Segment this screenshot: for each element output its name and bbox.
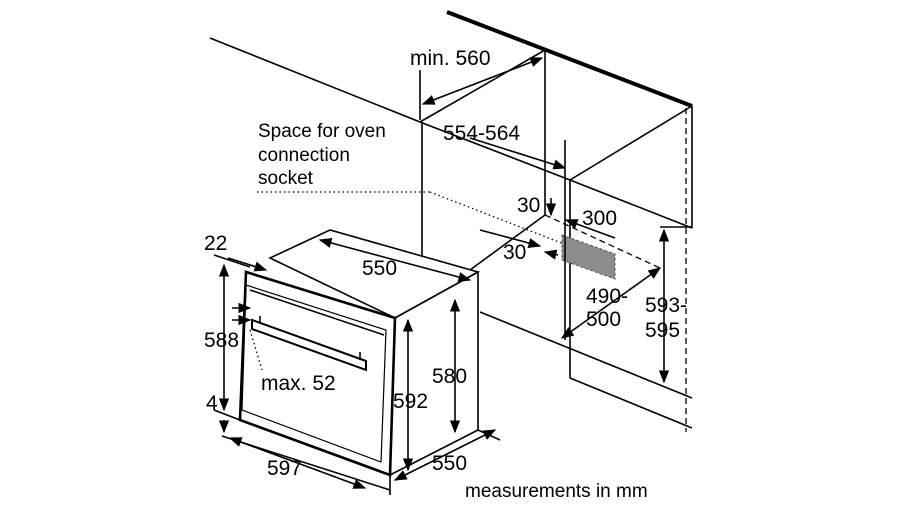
space-label-line2: connection bbox=[258, 145, 350, 166]
dim-handle-depth: max. 52 bbox=[261, 372, 336, 395]
space-label-line1: Space for oven bbox=[258, 121, 386, 142]
dim-side-height: 592 bbox=[393, 390, 428, 413]
dim-niche-height-a: 593- bbox=[645, 294, 687, 317]
oven bbox=[238, 229, 481, 477]
dim-socket-height-b: 500 bbox=[586, 308, 621, 331]
dim-socket-width: 300 bbox=[582, 207, 617, 230]
dimension-lines bbox=[213, 57, 692, 495]
dim-socket-height-a: 490- bbox=[586, 285, 628, 308]
dim-niche-height-b: 595 bbox=[645, 319, 680, 342]
dim-min-width: min. 560 bbox=[410, 47, 491, 70]
labels: Space for oven connection socket measure… bbox=[204, 47, 687, 502]
units-label: measurements in mm bbox=[465, 481, 648, 502]
dim-top-depth: 550 bbox=[362, 257, 397, 280]
dim-socket-side: 30 bbox=[503, 241, 526, 264]
dim-front-width: 597 bbox=[267, 457, 302, 480]
dim-niche-depth: 554-564 bbox=[443, 122, 520, 145]
cabinet-niche bbox=[209, 10, 693, 432]
dim-body-height: 580 bbox=[432, 365, 467, 388]
dim-bottom-offset: 4 bbox=[206, 392, 218, 415]
dim-socket-top: 30 bbox=[517, 194, 540, 217]
dim-front-height: 588 bbox=[204, 329, 239, 352]
dim-frame-offset: 22 bbox=[204, 232, 227, 255]
space-label-line3: socket bbox=[258, 168, 314, 189]
dim-bottom-depth: 550 bbox=[432, 452, 467, 475]
